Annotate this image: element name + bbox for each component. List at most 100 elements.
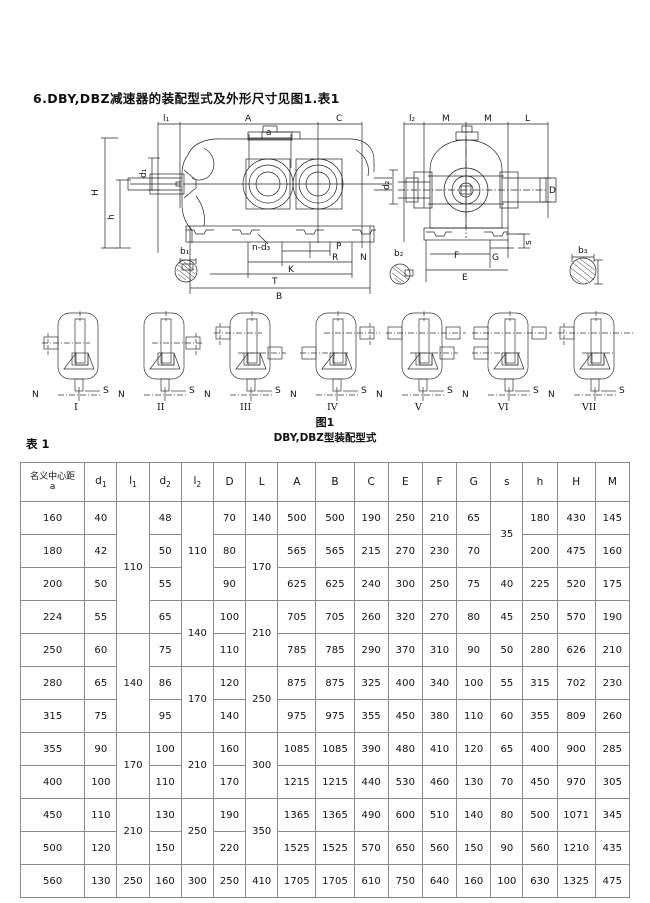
cell-M: 210	[594, 633, 631, 667]
dim-label-E: E	[462, 273, 468, 283]
cell-d2: 48	[148, 501, 182, 535]
cell-G: 75	[456, 567, 492, 601]
dim-label-l2: l₂	[409, 114, 416, 124]
cell-d2: 95	[148, 699, 182, 733]
cell-A: 1365	[277, 798, 317, 832]
assembly-label-S-5: S	[447, 386, 453, 396]
cell-H: 970	[556, 765, 596, 799]
cell-H: 626	[556, 633, 596, 667]
cell-G: 140	[456, 798, 492, 832]
dim-label-B: B	[276, 292, 282, 302]
cell-l2: 250	[180, 798, 214, 865]
cell-d1: 65	[84, 666, 118, 700]
cell-s: 70	[490, 765, 524, 799]
dim-label-K: K	[288, 265, 295, 275]
cell-E: 270	[387, 534, 423, 568]
cell-M: 160	[594, 534, 631, 568]
dim-label-M2: M	[484, 114, 492, 124]
cell-l1: 140	[116, 633, 150, 733]
cell-l2: 140	[180, 600, 214, 667]
table-col-header-L: L	[245, 462, 279, 502]
assembly-label-S-4: S	[361, 386, 367, 396]
cell-F: 460	[421, 765, 458, 799]
table-col-header-h: h	[522, 462, 558, 502]
cell-D: 90	[212, 567, 247, 601]
cell-h: 630	[522, 864, 558, 898]
technical-drawing-area: l₁ A C a H h d₁ b₁ n-d₃ P R N K T B l₂ M…	[0, 108, 650, 303]
assembly-label-N-3: N	[204, 390, 211, 400]
dim-label-a: a	[266, 128, 272, 138]
cell-E: 300	[387, 567, 423, 601]
cell-L: 300	[245, 732, 279, 799]
cell-h: 500	[522, 798, 558, 832]
cell-F: 230	[421, 534, 458, 568]
cell-h: 280	[522, 633, 558, 667]
dim-label-D: D	[549, 186, 556, 196]
cell-B: 975	[315, 699, 355, 733]
cell-H: 702	[556, 666, 596, 700]
cell-l2: 110	[180, 501, 214, 601]
cell-s: 60	[490, 699, 524, 733]
cell-G: 90	[456, 633, 492, 667]
assembly-label-N-6: N	[462, 390, 469, 400]
cell-L: 140	[245, 501, 279, 535]
cell-D: 120	[212, 666, 247, 700]
assembly-label-N-1: N	[32, 390, 39, 400]
assembly-label-N-4: N	[290, 390, 297, 400]
table-col-header-d1: d1	[84, 462, 118, 502]
cell-d2: 75	[148, 633, 182, 667]
cell-D: 140	[212, 699, 247, 733]
cell-M: 175	[594, 567, 631, 601]
cell-E: 530	[387, 765, 423, 799]
cell-a: 200	[19, 567, 86, 601]
cell-A: 705	[277, 600, 317, 634]
cell-A: 1705	[277, 864, 317, 898]
cell-H: 900	[556, 732, 596, 766]
cell-M: 305	[594, 765, 631, 799]
cell-B: 785	[315, 633, 355, 667]
assembly-type-diagrams: N S I N S II N S III N S IV N S V N S VI…	[0, 305, 650, 413]
dim-label-L: L	[525, 114, 530, 124]
cell-H: 809	[556, 699, 596, 733]
cell-h: 355	[522, 699, 558, 733]
cell-F: 380	[421, 699, 458, 733]
cell-H: 1210	[556, 831, 596, 865]
cell-H: 430	[556, 501, 596, 535]
assembly-variants-svg: N S I N S II N S III N S IV N S V N S VI…	[32, 311, 634, 413]
table-col-header-l1: l1	[116, 462, 150, 502]
cell-a: 355	[19, 732, 86, 766]
cell-d2: 150	[148, 831, 182, 865]
cell-h: 560	[522, 831, 558, 865]
cell-l2: 300	[180, 864, 214, 898]
cell-D: 100	[212, 600, 247, 634]
table-col-header-s: s	[490, 462, 524, 502]
cell-C: 325	[353, 666, 389, 700]
dim-label-T: T	[271, 277, 278, 287]
cell-A: 975	[277, 699, 317, 733]
cell-d1: 60	[84, 633, 118, 667]
cell-G: 100	[456, 666, 492, 700]
cell-d1: 55	[84, 600, 118, 634]
cell-D: 190	[212, 798, 247, 832]
cell-D: 220	[212, 831, 247, 865]
dim-label-s: s	[524, 240, 534, 245]
cell-s: 40	[490, 567, 524, 601]
cell-B: 1085	[315, 732, 355, 766]
cell-C: 190	[353, 501, 389, 535]
assembly-label-S-3: S	[275, 386, 281, 396]
cell-M: 475	[594, 864, 631, 898]
cell-D: 70	[212, 501, 247, 535]
cell-G: 80	[456, 600, 492, 634]
